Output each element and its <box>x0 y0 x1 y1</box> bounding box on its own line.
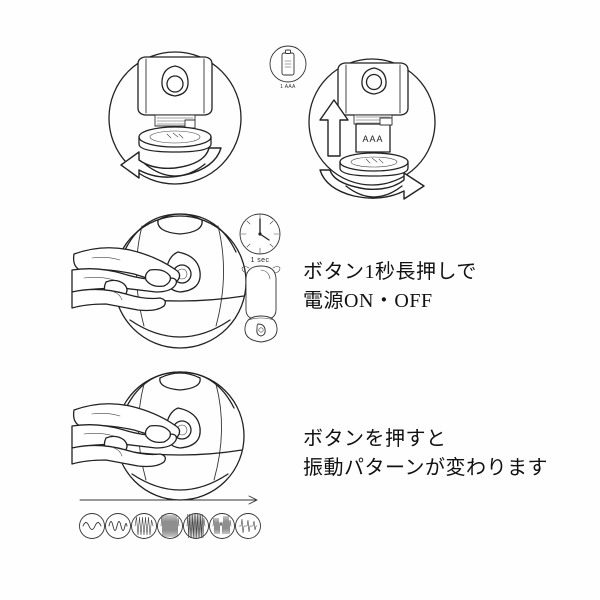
clock-hand-hour <box>259 233 270 241</box>
cap-notches <box>365 157 384 164</box>
finger-crease <box>113 291 123 301</box>
arrow-head <box>248 495 258 505</box>
waveform-1 <box>82 522 102 530</box>
pattern-dense-wave <box>157 513 183 539</box>
button-front <box>256 323 266 337</box>
battery-body <box>355 123 391 153</box>
hand-crease-2 <box>83 433 115 437</box>
clock-ticks <box>240 214 280 254</box>
step-insert-battery-illustration: 1 AAA AAA <box>268 42 440 200</box>
cap-inner-ring <box>350 156 398 168</box>
device-bottom-dome <box>144 163 206 177</box>
fingertip-press <box>144 424 172 444</box>
battery-cap-side <box>138 136 212 153</box>
ear-left <box>241 266 250 274</box>
list-item <box>105 513 131 539</box>
caption-pattern-line-2: 振動パターンが変わります <box>303 457 548 479</box>
button-circle <box>166 75 184 93</box>
waveform-2 <box>108 521 128 531</box>
clock-center-dot <box>258 232 262 236</box>
step-pattern-illustration <box>71 368 252 508</box>
button-circle <box>365 73 383 91</box>
device-body-front <box>245 265 277 321</box>
neck-tab <box>184 119 196 129</box>
insert-battery-drawing: 1 AAA AAA <box>269 45 436 200</box>
device-top-opening <box>159 372 201 391</box>
device-bottom-dome <box>131 473 229 491</box>
pattern-strip-drawing <box>79 495 261 539</box>
cap-notches <box>166 132 184 139</box>
middle-finger <box>71 444 166 468</box>
device-top-opening <box>157 213 203 235</box>
button-front-center <box>258 327 264 333</box>
base-seam <box>247 317 275 321</box>
waveform-5 <box>186 513 206 539</box>
body-seam-right <box>213 383 222 481</box>
caption-pattern-line-1: ボタンを押すと <box>303 428 447 450</box>
caption-power-onoff: ボタン1秒長押しで 電源ON・OFF <box>303 258 477 316</box>
hand-press-drawing-pattern <box>71 371 245 501</box>
pattern-very-dense-wave <box>183 513 209 539</box>
pattern-burst-wave <box>209 513 235 539</box>
device-front-view <box>236 262 286 346</box>
device-bottom-dome <box>129 319 231 338</box>
device-top-contour <box>125 371 235 409</box>
list-item <box>209 513 235 539</box>
clock-drawing: 1 sec <box>239 213 281 264</box>
middle-finger <box>71 288 166 312</box>
device-front-drawing <box>241 265 281 343</box>
panel-circle-frame <box>308 58 436 186</box>
rotate-clockwise-arrow-icon <box>319 169 425 200</box>
panel-circle-frame <box>108 51 242 185</box>
battery-body-label: AAA <box>362 134 383 144</box>
list-item <box>157 513 183 539</box>
hand-crease-2 <box>83 277 115 281</box>
list-item <box>235 513 261 539</box>
list-item <box>131 513 157 539</box>
pattern-medium-wave <box>105 513 131 539</box>
pattern-fast-wave <box>131 513 157 539</box>
step-unscrew-illustration <box>105 48 245 188</box>
hand-crease-1 <box>91 257 121 261</box>
caption-power-line-2: 電源ON・OFF <box>303 290 433 312</box>
caption-power-line-1: ボタン1秒長押しで <box>303 261 477 283</box>
waveform-3 <box>134 516 154 536</box>
up-arrow-icon <box>319 99 349 157</box>
step-power-illustration <box>71 208 252 358</box>
device-bottom-dome <box>345 185 403 198</box>
pattern-pulse-intermittent <box>235 513 261 539</box>
unscrew-drawing <box>108 51 242 185</box>
fingertip-press <box>144 268 172 288</box>
battery-cap-top <box>339 152 409 172</box>
body-highlight <box>260 269 271 280</box>
battery-nub <box>379 117 393 126</box>
ear-right <box>272 266 281 274</box>
battery-terminal-icon <box>285 49 291 54</box>
pattern-slow-wave <box>79 513 105 539</box>
cap-inner-ring <box>149 130 201 144</box>
battery-badge-label: 1 AAA <box>280 84 296 90</box>
battery-cap-side <box>339 161 409 177</box>
battery-badge-circle <box>269 45 307 83</box>
list-item <box>183 513 209 539</box>
clock-label: 1 sec <box>251 257 270 264</box>
waveform-4 <box>160 514 180 538</box>
vibration-pattern-strip <box>78 492 268 548</box>
finger-crease <box>113 447 123 457</box>
hand-press-drawing-power <box>71 213 247 349</box>
clock-one-second: 1 sec <box>236 212 286 264</box>
battery-icon-stripes <box>284 60 292 68</box>
waveform-7 <box>238 518 258 534</box>
caption-pattern-change: ボタンを押すと 振動パターンが変わります <box>303 425 548 483</box>
right-arrow-icon <box>79 495 258 505</box>
hand-crease-1 <box>91 413 121 417</box>
device-base-front <box>244 315 278 343</box>
waveform-6 <box>212 515 232 535</box>
list-item <box>79 513 105 539</box>
body-seam-right <box>215 225 224 327</box>
clock-face-icon <box>239 213 281 255</box>
